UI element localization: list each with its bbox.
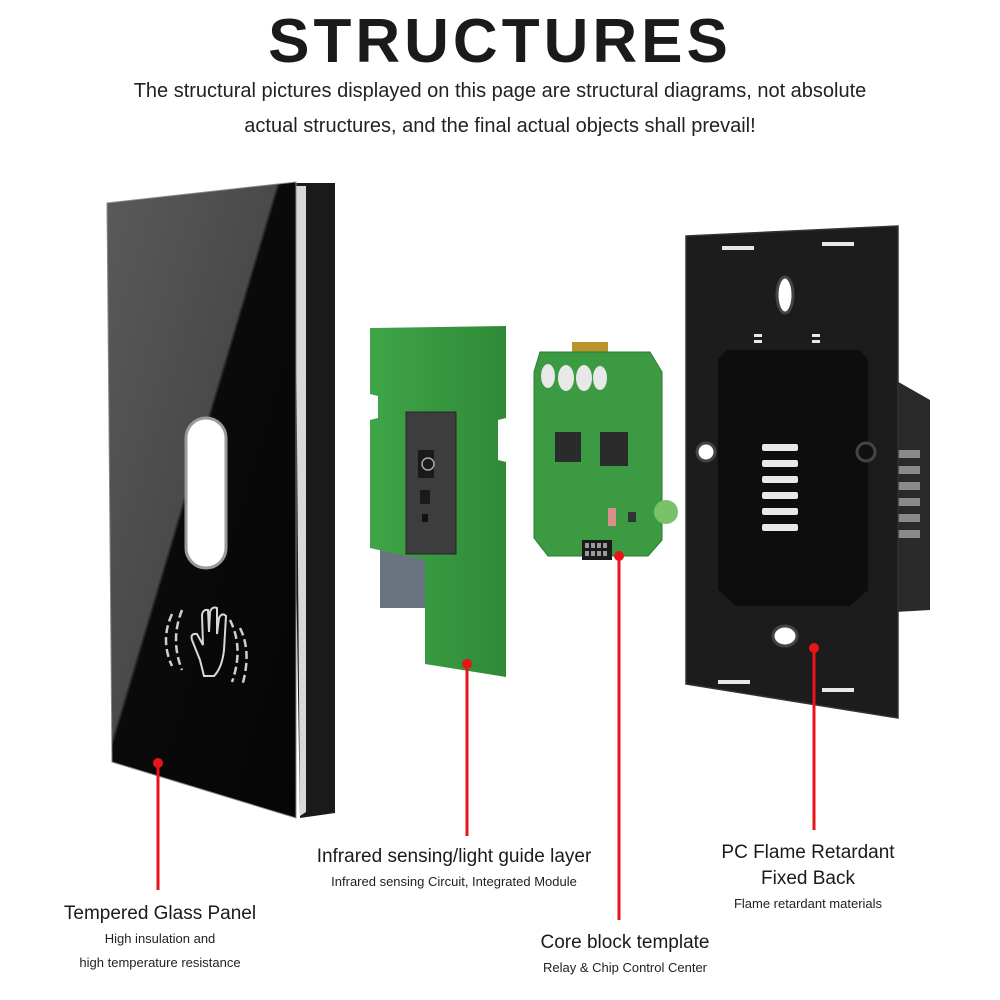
component-name: Infrared sensing/light guide layer [316,846,592,867]
callout-dot-core [614,551,624,561]
component-name: Tempered Glass Panel [63,903,257,924]
label-core-block: Core block template Relay & Chip Control… [500,930,750,980]
component-name: Core block template [540,932,710,953]
chip-1 [555,432,581,462]
label-infrared-layer: Infrared sensing/light guide layer Infra… [284,844,624,894]
subtitle-line-2: actual structures, and the final actual … [244,115,756,137]
component-desc: Relay & Chip Control Center [542,960,708,975]
callouts [153,551,819,920]
back-plate [685,225,930,719]
callout-dot-infrared [462,659,472,669]
component-name: PC Flame Retardant [721,842,895,863]
label-back-plate: PC Flame Retardant Fixed Back Flame reta… [690,840,926,916]
infrared-layer [370,326,506,677]
hand-wave-icon [164,609,248,687]
ir-sensor-housing [405,411,457,555]
label-glass-panel: Tempered Glass Panel High insulation and… [30,901,290,975]
glass-edge-highlight [295,186,306,816]
subtitle-line-1: The structural pictures displayed on thi… [133,80,867,102]
component-desc: Flame retardant materials [733,896,883,911]
component-desc: Infrared sensing Circuit, Integrated Mod… [331,874,577,889]
glass-panel [106,181,335,819]
light-window [184,416,228,570]
component-desc: High insulation and [104,931,216,946]
hand-icon [190,606,228,677]
callout-dot-back [809,643,819,653]
component-desc: high temperature resistance [79,955,241,970]
core-block [533,342,678,560]
callout-dot-glass [153,758,163,768]
chip-2 [600,432,628,466]
page-title: STRUCTURES [268,7,732,76]
core-pcb [533,351,663,557]
component-name-line2: Fixed Back [761,868,855,889]
